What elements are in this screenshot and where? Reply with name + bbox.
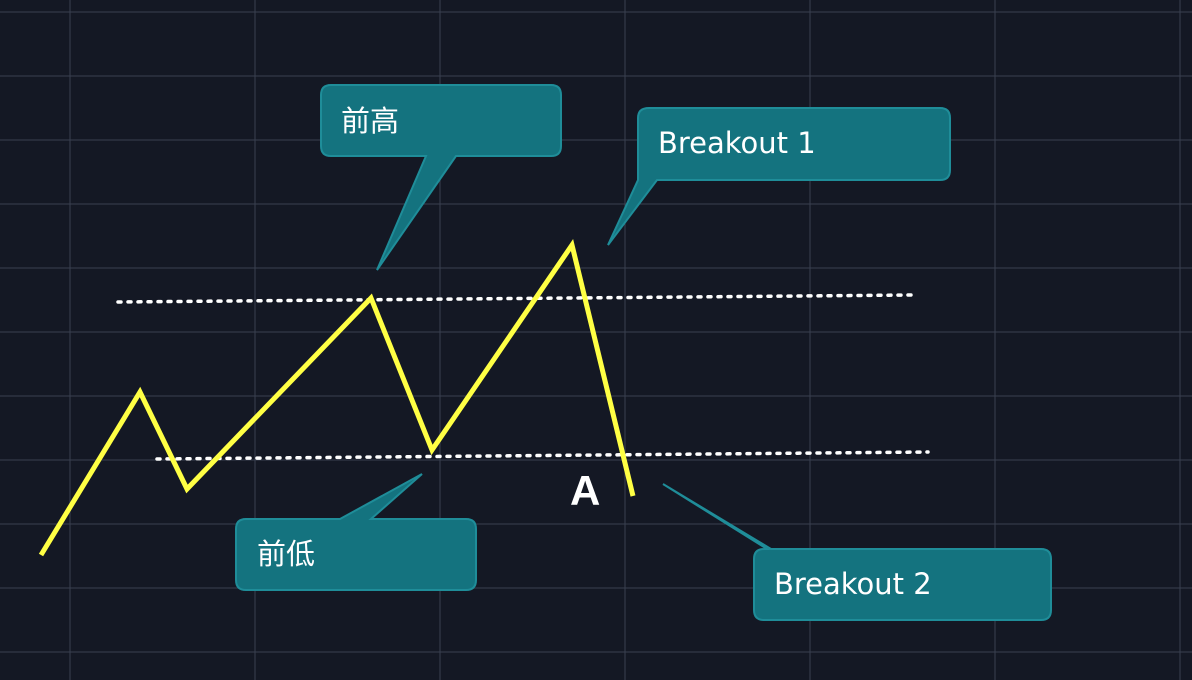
price-path-line bbox=[38, 238, 636, 557]
support-level-line bbox=[155, 450, 930, 461]
callout-prev-high-label: 前高 bbox=[341, 104, 400, 138]
callout-breakout-2-label: Breakout 2 bbox=[774, 567, 932, 601]
point-a-label: A bbox=[570, 467, 601, 514]
resistance-level-line bbox=[116, 293, 914, 304]
callout-prev-high-box bbox=[320, 84, 562, 271]
callout-prev-low-label: 前低 bbox=[257, 537, 316, 571]
callout-breakout-1-box bbox=[607, 107, 951, 246]
callout-breakout-1-label: Breakout 1 bbox=[658, 126, 816, 160]
callout-breakout-2-box bbox=[662, 483, 1052, 621]
callout-prev-low-box bbox=[235, 473, 477, 591]
